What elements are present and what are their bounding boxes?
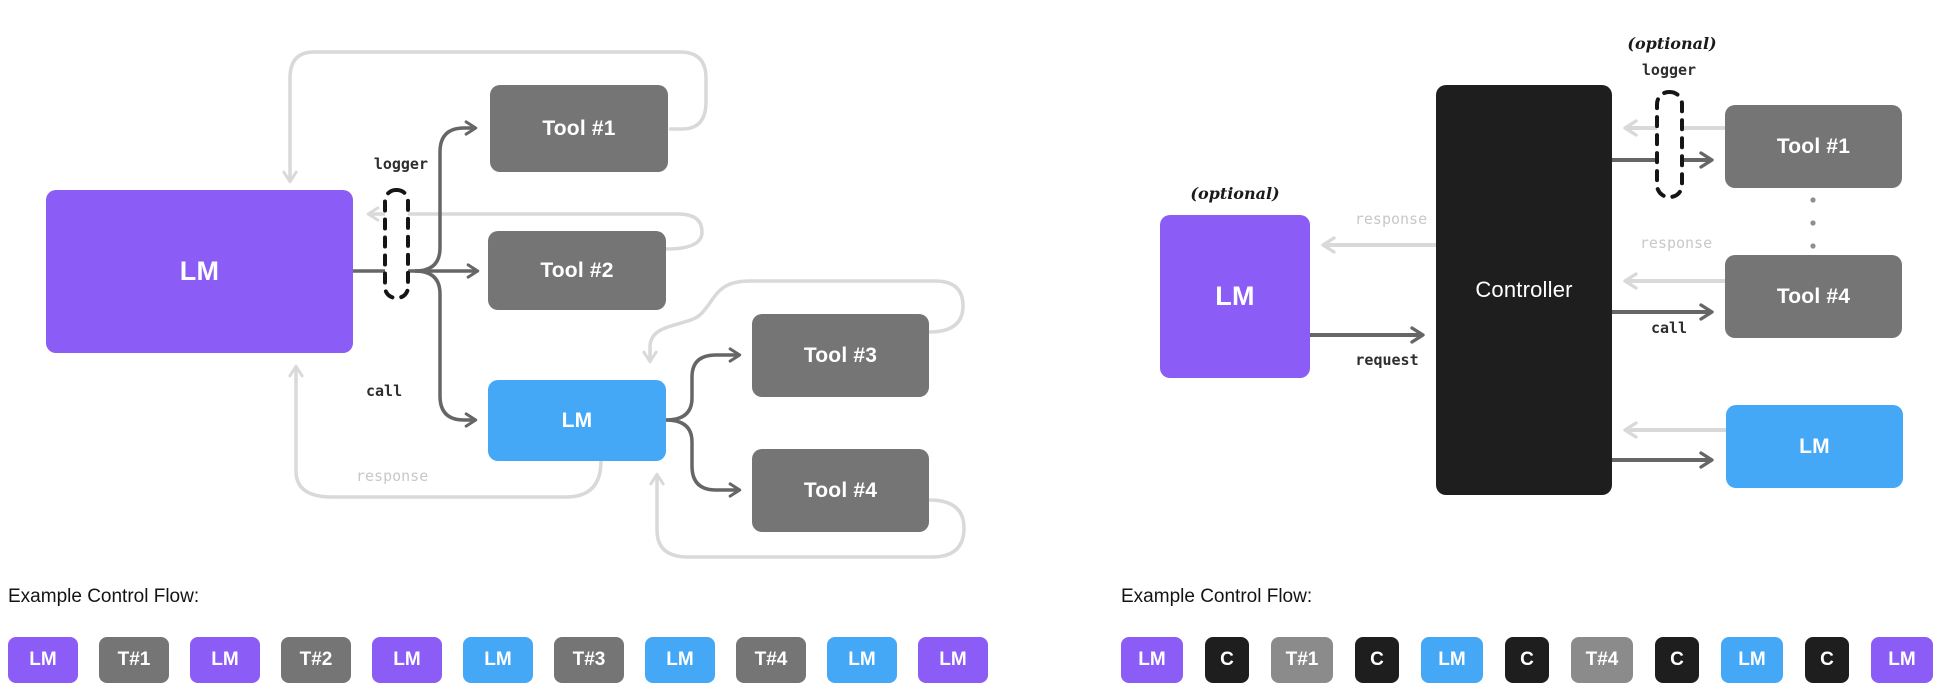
right-sub-lm-node: LM bbox=[1726, 405, 1903, 488]
flow-chip: C bbox=[1805, 637, 1849, 683]
flow-chip: LM bbox=[372, 637, 442, 683]
flow-chip: LM bbox=[190, 637, 260, 683]
right-lm-optional-label: (optional) bbox=[1190, 184, 1280, 203]
left-main-lm-node: LM bbox=[46, 190, 353, 353]
right-tool-response-label: response bbox=[1639, 234, 1713, 252]
flow-chip: LM bbox=[827, 637, 897, 683]
flow-chip: C bbox=[1505, 637, 1549, 683]
left-response-label: response bbox=[356, 467, 429, 485]
flow-chip: C bbox=[1355, 637, 1399, 683]
flow-chip: C bbox=[1655, 637, 1699, 683]
right-call-label: call bbox=[1650, 319, 1688, 337]
left-call-label: call bbox=[366, 382, 403, 400]
arrow-tool4-response-to-sub-lm bbox=[649, 472, 966, 559]
left-logger-label: logger bbox=[373, 155, 428, 173]
logger-pill-left bbox=[383, 188, 410, 300]
left-tool1-node: Tool #1 bbox=[490, 85, 668, 172]
left-flow-title: Example Control Flow: bbox=[8, 586, 200, 607]
arrow-tool2-response-to-lm bbox=[366, 206, 704, 251]
flow-chip: C bbox=[1205, 637, 1249, 683]
flow-chip: T#1 bbox=[1271, 637, 1333, 683]
arrow-lm-call-sub-lm bbox=[414, 269, 478, 428]
flow-chip: LM bbox=[8, 637, 78, 683]
arrow-sub-lm-to-tool4 bbox=[665, 418, 742, 498]
right-response-label: response bbox=[1354, 210, 1428, 228]
flow-chip: LM bbox=[1421, 637, 1483, 683]
right-logger-optional-label: (optional) bbox=[1627, 34, 1717, 53]
tools-ellipsis-dots bbox=[1810, 197, 1816, 249]
arrow-tool3-response-to-sub-lm bbox=[642, 279, 965, 364]
arrow-sub-lm-response-to-lm bbox=[288, 364, 603, 499]
right-logger-label: logger bbox=[1641, 61, 1697, 79]
flow-chip: T#1 bbox=[99, 637, 169, 683]
flow-chip: LM bbox=[918, 637, 988, 683]
flow-chip: T#2 bbox=[281, 637, 351, 683]
flow-chip: LM bbox=[645, 637, 715, 683]
left-tool3-node: Tool #3 bbox=[752, 314, 929, 397]
right-controller-node: Controller bbox=[1436, 85, 1612, 495]
left-sub-lm-node: LM bbox=[488, 380, 666, 461]
arrow-tool1-response-to-lm bbox=[282, 50, 708, 184]
flow-chip: T#3 bbox=[554, 637, 624, 683]
left-flow-chips: LM T#1 LM T#2 LM LM T#3 LM T#4 LM LM bbox=[8, 637, 988, 683]
flow-chip: T#4 bbox=[1571, 637, 1633, 683]
left-tool4-node: Tool #4 bbox=[752, 449, 929, 532]
flow-chip: T#4 bbox=[736, 637, 806, 683]
logger-pill-right bbox=[1655, 90, 1684, 199]
right-tool1-node: Tool #1 bbox=[1725, 105, 1902, 188]
flow-chip: LM bbox=[1721, 637, 1783, 683]
right-flow-chips: LM C T#1 C LM C T#4 C LM C LM bbox=[1121, 637, 1933, 683]
flow-chip: LM bbox=[463, 637, 533, 683]
right-tool4-node: Tool #4 bbox=[1725, 255, 1902, 338]
arrow-sub-lm-to-tool3 bbox=[665, 347, 742, 422]
flow-chip: LM bbox=[1121, 637, 1183, 683]
right-request-label: request bbox=[1355, 351, 1419, 369]
arrow-lm-to-tool1 bbox=[414, 120, 478, 273]
left-tool2-node: Tool #2 bbox=[488, 231, 666, 310]
right-lm-node: LM bbox=[1160, 215, 1310, 378]
right-flow-title: Example Control Flow: bbox=[1121, 586, 1313, 607]
flow-chip: LM bbox=[1871, 637, 1933, 683]
